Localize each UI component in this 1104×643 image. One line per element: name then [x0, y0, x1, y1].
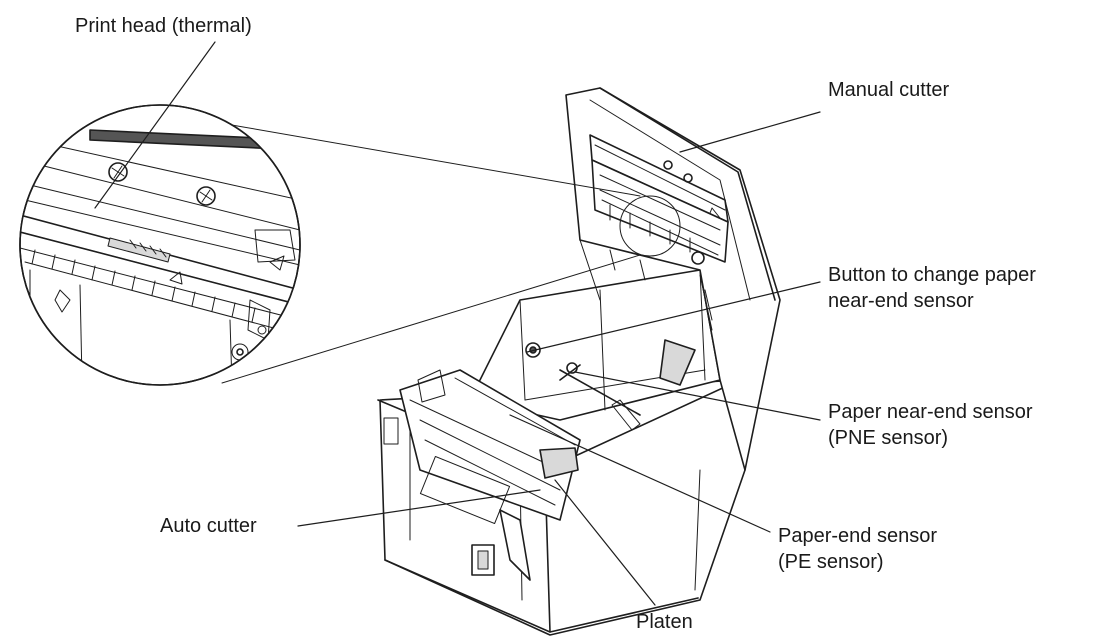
label-pne-line2: (PNE sensor): [828, 427, 949, 449]
leader-button: [526, 281, 821, 353]
printer-body: [377, 269, 746, 636]
label-manual-cutter: Manual cutter: [828, 79, 950, 101]
label-pe-line2: (PE sensor): [778, 551, 884, 573]
leader-print-head: [94, 41, 216, 209]
printer-cover: [565, 87, 781, 471]
label-print-head: Print head (thermal): [75, 15, 252, 37]
leader-pne-sensor: [574, 371, 821, 421]
leader-pe-sensor: [509, 414, 771, 533]
label-auto-cutter: Auto cutter: [160, 515, 257, 537]
label-pe-line1: Paper-end sensor: [778, 525, 937, 547]
label-button-line2: near-end sensor: [828, 290, 974, 312]
leader-manual-cutter: [679, 111, 821, 153]
leader-platen: [554, 479, 656, 606]
label-pne-line1: Paper near-end sensor: [828, 401, 1033, 423]
leader-lines: [94, 41, 821, 606]
leader-auto-cutter: [297, 489, 541, 527]
print-head-inset: [19, 104, 641, 386]
label-button-line1: Button to change paper: [828, 264, 1036, 286]
label-platen: Platen: [636, 611, 693, 633]
